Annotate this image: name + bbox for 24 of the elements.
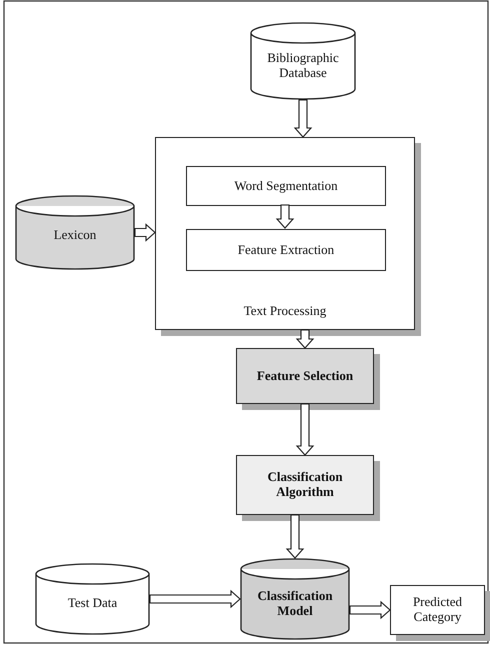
database-cylinder: [15, 195, 135, 270]
node-label: Test Data: [68, 596, 118, 610]
block-arrow: [296, 329, 314, 349]
block-arrow: [294, 99, 312, 138]
block-arrow: [134, 223, 156, 242]
node-label: Classification Model: [256, 589, 334, 619]
node-label: Bibliographic Database: [266, 51, 340, 81]
block-arrow: [286, 514, 304, 559]
node-label: Text Processing: [244, 304, 326, 319]
node-label: Lexicon: [54, 228, 96, 243]
block-arrow: [149, 590, 241, 608]
node-label: Feature Extraction: [238, 242, 334, 258]
node-label: Word Segmentation: [234, 178, 338, 194]
database-cylinder: [250, 22, 356, 100]
node-label: Feature Selection: [256, 368, 354, 384]
database-cylinder: [35, 563, 150, 635]
block-arrow: [349, 600, 391, 620]
node-label: Predicted Category: [412, 595, 464, 625]
block-arrow: [296, 403, 314, 456]
block-arrow: [276, 204, 294, 229]
process-box: [186, 166, 386, 206]
process-box: [186, 229, 386, 271]
node-label: Classification Algorithm: [266, 470, 344, 500]
database-cylinder: [240, 558, 350, 640]
